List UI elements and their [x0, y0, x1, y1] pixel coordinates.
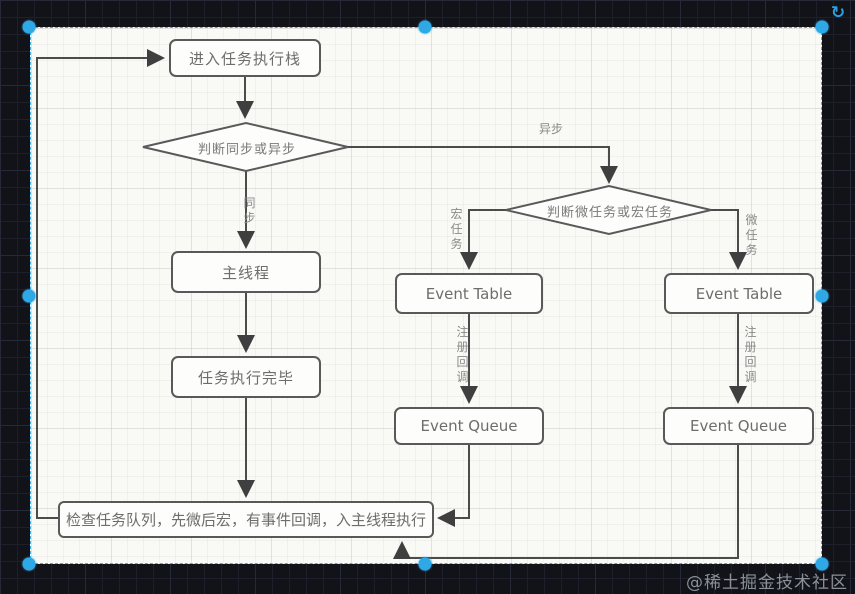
- node-check-queue[interactable]: 检查任务队列，先微后宏，有事件回调，入主线程执行: [58, 501, 434, 538]
- node-event-table-micro[interactable]: Event Table: [664, 273, 814, 314]
- node-event-table-micro-label: Event Table: [695, 284, 783, 303]
- edge-async: [348, 146, 618, 184]
- selection-handle-middle-left[interactable]: [22, 289, 36, 303]
- node-main-thread[interactable]: 主线程: [171, 251, 321, 293]
- selection-handle-top-left[interactable]: [22, 20, 36, 34]
- decision-sync-label: 判断同步或异步: [197, 142, 297, 158]
- edge-eqmicro-check: [393, 445, 739, 559]
- node-task-done[interactable]: 任务执行完毕: [171, 356, 321, 398]
- edge-label-register-micro: 注册回调: [744, 325, 757, 384]
- edge-label-async: 异步: [539, 122, 564, 136]
- edge-macro: [460, 209, 506, 270]
- node-event-table-macro-label: Event Table: [425, 284, 513, 303]
- selection-handle-top-center[interactable]: [418, 20, 432, 34]
- decision-task-shape[interactable]: [505, 184, 712, 236]
- rotate-handle-icon[interactable]: ↻: [830, 3, 846, 23]
- edge-label-register-macro: 注册回调: [456, 325, 469, 384]
- edge-label-macro: 宏任务: [450, 207, 463, 251]
- node-check-queue-label: 检查任务队列，先微后宏，有事件回调，入主线程执行: [65, 511, 426, 529]
- node-task-done-label: 任务执行完毕: [197, 368, 294, 387]
- connector-layer: [36, 49, 747, 559]
- node-event-queue-macro-label: Event Queue: [420, 417, 518, 435]
- edge-loop-left: [36, 49, 165, 519]
- selection-handle-bottom-right[interactable]: [815, 557, 829, 571]
- edge-micro: [711, 209, 747, 270]
- selection-handle-top-right[interactable]: [815, 20, 829, 34]
- node-start-label: 进入任务执行栈: [188, 49, 301, 68]
- node-event-table-macro[interactable]: Event Table: [395, 273, 543, 314]
- selection-handle-middle-right[interactable]: [815, 289, 829, 303]
- edge-eqmacro-check: [437, 445, 470, 527]
- node-event-queue-micro-label: Event Queue: [689, 417, 788, 435]
- edge-label-sync: 同步: [243, 196, 256, 225]
- selection-handle-bottom-left[interactable]: [22, 557, 36, 571]
- edge-label-micro: 微任务: [745, 213, 758, 257]
- decision-sync-shape[interactable]: [142, 121, 349, 173]
- diagram-canvas[interactable]: 进入任务执行栈 判断同步或异步 主线程 任务执行完毕 判断微任务或宏任务 Eve…: [30, 27, 822, 564]
- node-event-queue-macro[interactable]: Event Queue: [394, 407, 544, 445]
- watermark: @稀土掘金技术社区: [686, 573, 848, 593]
- node-main-thread-label: 主线程: [221, 263, 270, 282]
- selection-handle-bottom-center[interactable]: [418, 557, 432, 571]
- decision-task-label: 判断微任务或宏任务: [546, 205, 674, 221]
- node-event-queue-micro[interactable]: Event Queue: [663, 407, 814, 445]
- node-start[interactable]: 进入任务执行栈: [169, 39, 321, 77]
